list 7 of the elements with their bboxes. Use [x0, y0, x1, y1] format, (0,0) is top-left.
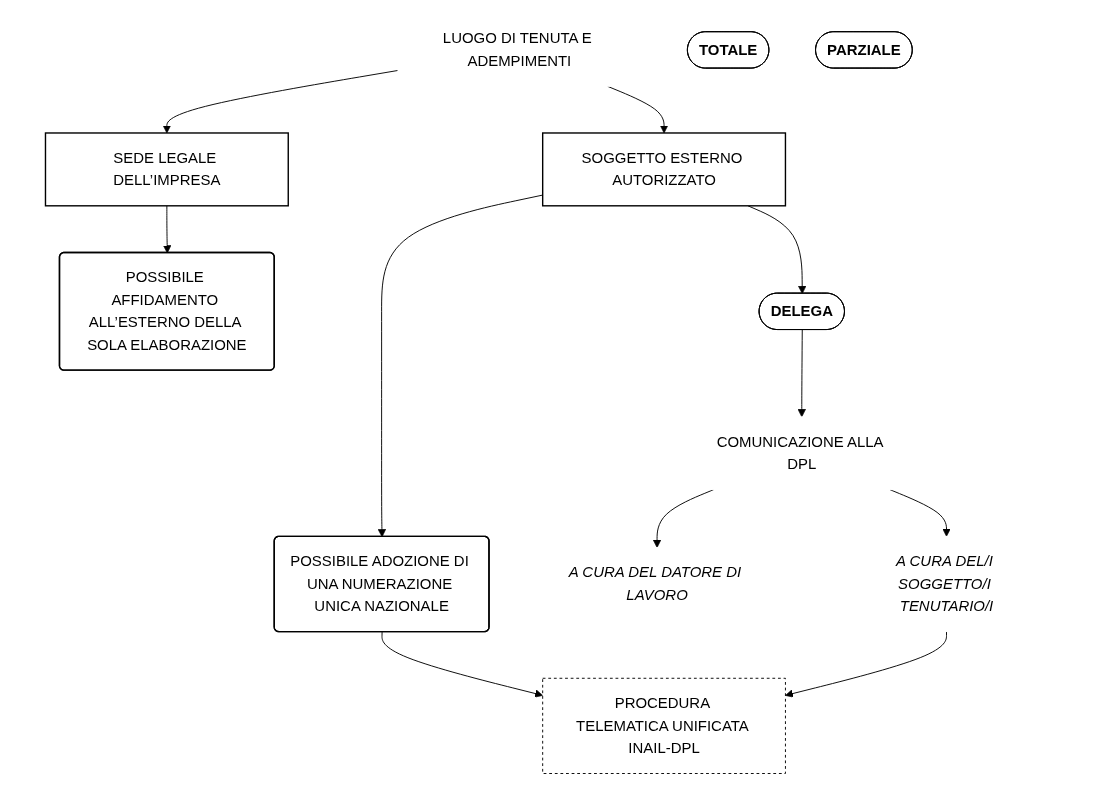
- node-text: COMUNICAZIONE ALLA DPL: [717, 433, 884, 472]
- node-text: LUOGO DI TENUTA E ADEMPIMENTI: [443, 30, 592, 69]
- node-box: SOGGETTO ESTERNO AUTORIZZATO: [542, 132, 787, 207]
- node-box: SEDE LEGALE DELL’IMPRESA: [45, 132, 290, 207]
- node-text: A CURA DEL/I SOGGETTO/I TENUTARIO/I: [896, 553, 994, 614]
- node-text: A CURA DEL DATORE DI LAVORO: [569, 564, 742, 603]
- node-box: PROCEDURA TELEMATICA UNIFICATA INAIL-DPL: [542, 677, 787, 774]
